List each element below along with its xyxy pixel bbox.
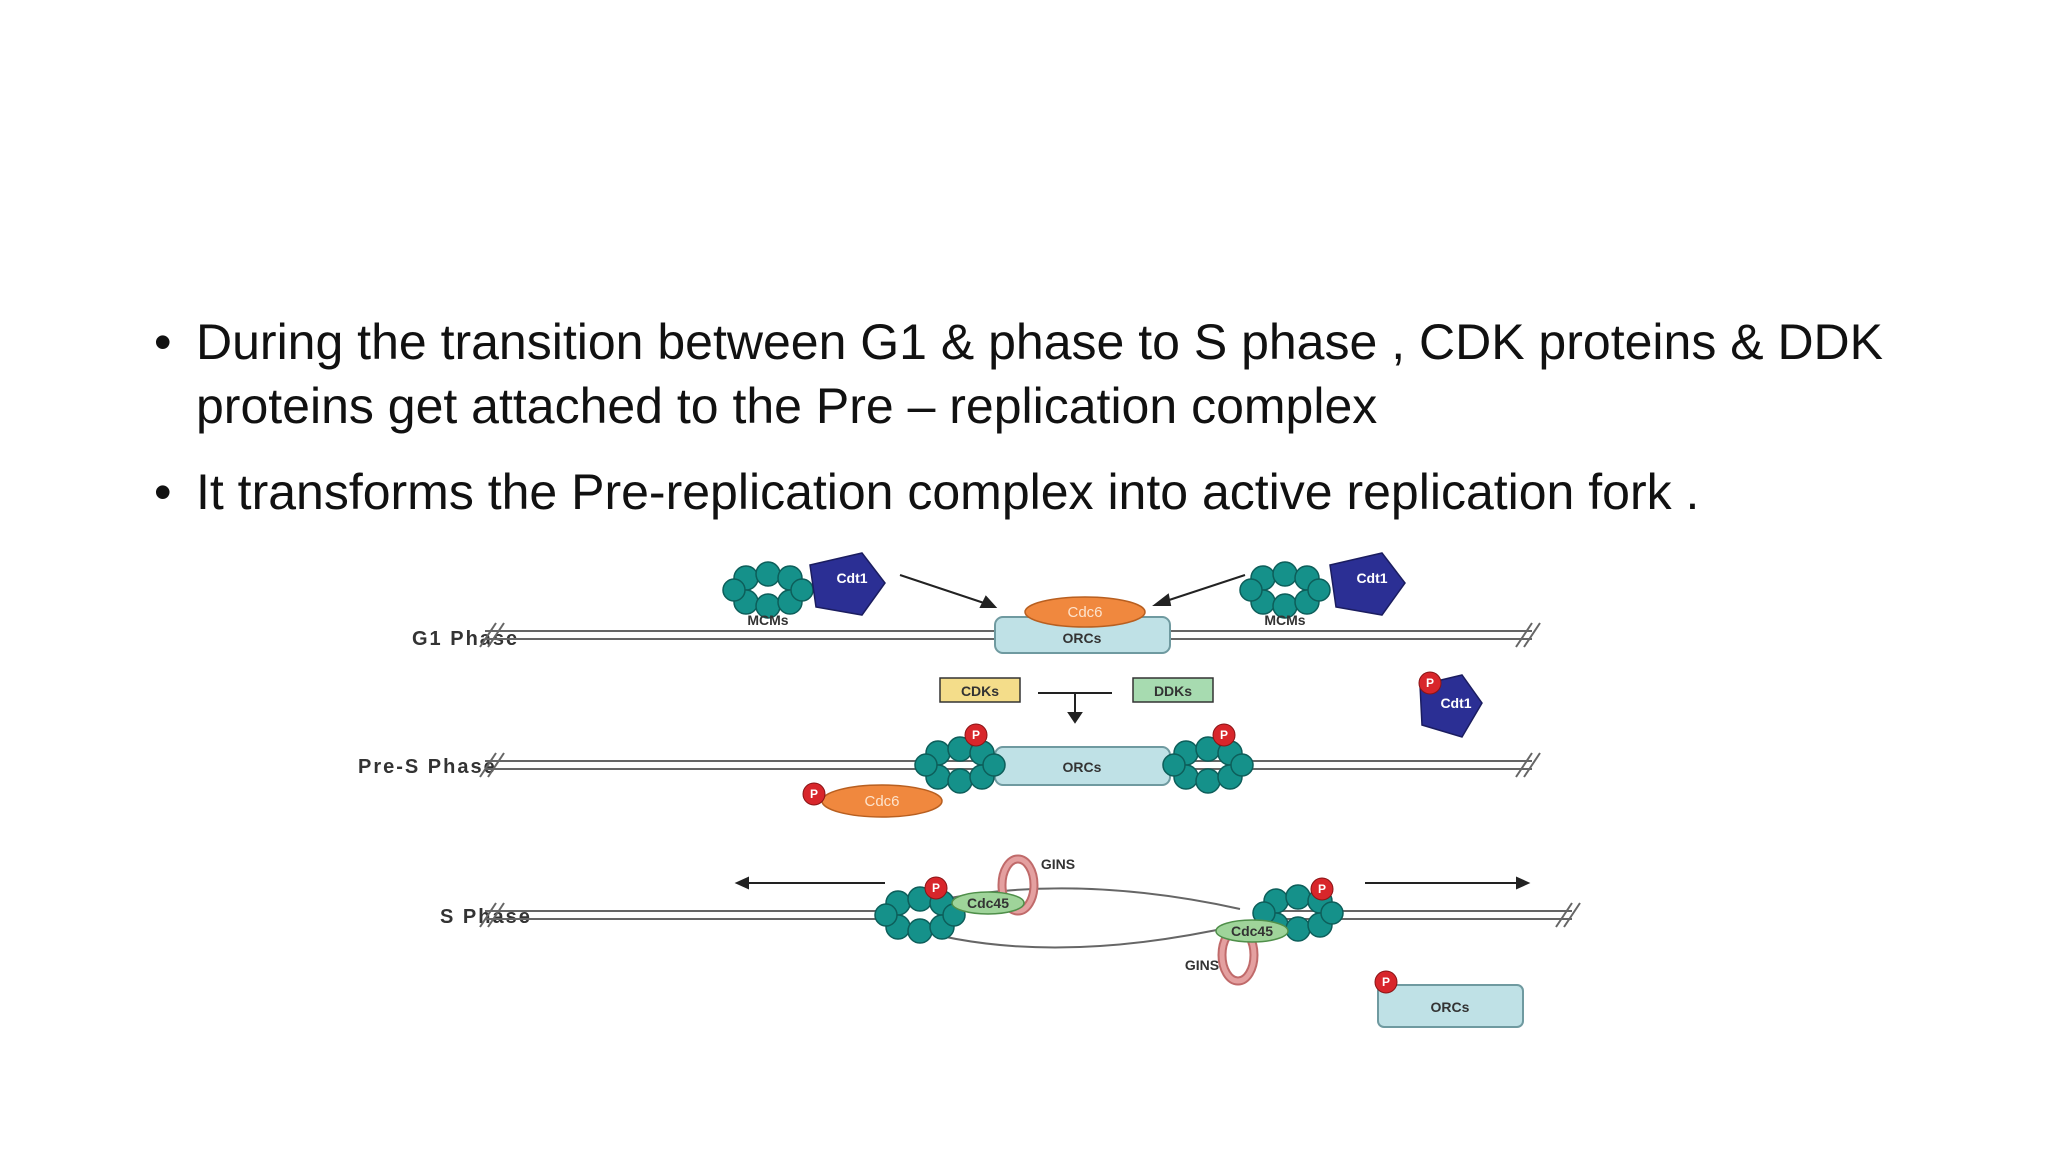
svg-text:Cdc45: Cdc45 (967, 895, 1009, 911)
svg-text:Cdc6: Cdc6 (1067, 604, 1102, 621)
cdt1-protein: Cdt1 (1329, 552, 1406, 616)
phosphorylated-cdt1: Cdt1 P (1418, 671, 1483, 738)
mcm-complex (1239, 561, 1331, 619)
svg-text:Cdc6: Cdc6 (864, 793, 899, 810)
svg-text:P: P (810, 787, 818, 801)
bullet-marker: • (154, 314, 172, 370)
arrow-icon (899, 574, 1246, 608)
svg-text:GINS: GINS (1041, 856, 1075, 872)
bullet-text: It transforms the Pre-replication comple… (196, 464, 1700, 520)
svg-text:Cdt1: Cdt1 (836, 570, 867, 586)
phase-label-pre-s: Pre-S Phase (358, 756, 497, 778)
bullet-item: • During the transition between G1 & pha… (152, 310, 1912, 438)
mcms-label: MCMs (1264, 612, 1305, 628)
svg-text:ORCs: ORCs (1063, 759, 1102, 775)
cdt1-protein: Cdt1 (809, 552, 886, 616)
mcm-complex (722, 561, 814, 619)
phosphorylated-cdc6: Cdc6 P (802, 782, 943, 818)
gins-ring: GINS (997, 854, 1075, 916)
mcms-label: MCMs (747, 612, 788, 628)
svg-text:Cdc45: Cdc45 (1231, 923, 1273, 939)
bullet-item: • It transforms the Pre-replication comp… (152, 460, 1912, 524)
svg-text:P: P (972, 728, 980, 742)
svg-text:Cdt1: Cdt1 (1440, 695, 1471, 711)
svg-text:GINS: GINS (1185, 957, 1219, 973)
activation-arrow-icon (1038, 692, 1112, 724)
released-orc-complex: ORCs P (1374, 970, 1524, 1028)
svg-text:P: P (1382, 975, 1390, 989)
svg-text:CDKs: CDKs (961, 683, 999, 699)
fork-direction-arrow-icon (734, 876, 1531, 890)
svg-text:ORCs: ORCs (1431, 999, 1470, 1015)
phase-label-g1: G1 Phase (412, 628, 519, 650)
ddks-box: DDKs (1132, 677, 1214, 703)
svg-text:P: P (1318, 882, 1326, 896)
svg-text:ORCs: ORCs (1063, 630, 1102, 646)
phospho-marker: P P (964, 723, 1236, 747)
svg-text:P: P (932, 881, 940, 895)
bullet-text: During the transition between G1 & phase… (196, 314, 1884, 434)
cdks-box: CDKs (939, 677, 1021, 703)
cdc6-protein: Cdc6 (1024, 596, 1146, 628)
svg-text:P: P (1220, 728, 1228, 742)
svg-text:P: P (1426, 676, 1434, 690)
svg-text:Cdt1: Cdt1 (1356, 570, 1387, 586)
replication-diagram: G1 Phase Cdt1 MCMs Cdt1 MCMs ORCs (358, 552, 1581, 1028)
phospho-marker: P P (924, 876, 1334, 901)
orc-complex: ORCs (994, 746, 1171, 786)
svg-text:DDKs: DDKs (1154, 683, 1192, 699)
cdc45-protein: Cdc45 Cdc45 (951, 891, 1289, 943)
bullet-marker: • (154, 464, 172, 520)
bullet-list: • During the transition between G1 & pha… (152, 310, 1912, 546)
